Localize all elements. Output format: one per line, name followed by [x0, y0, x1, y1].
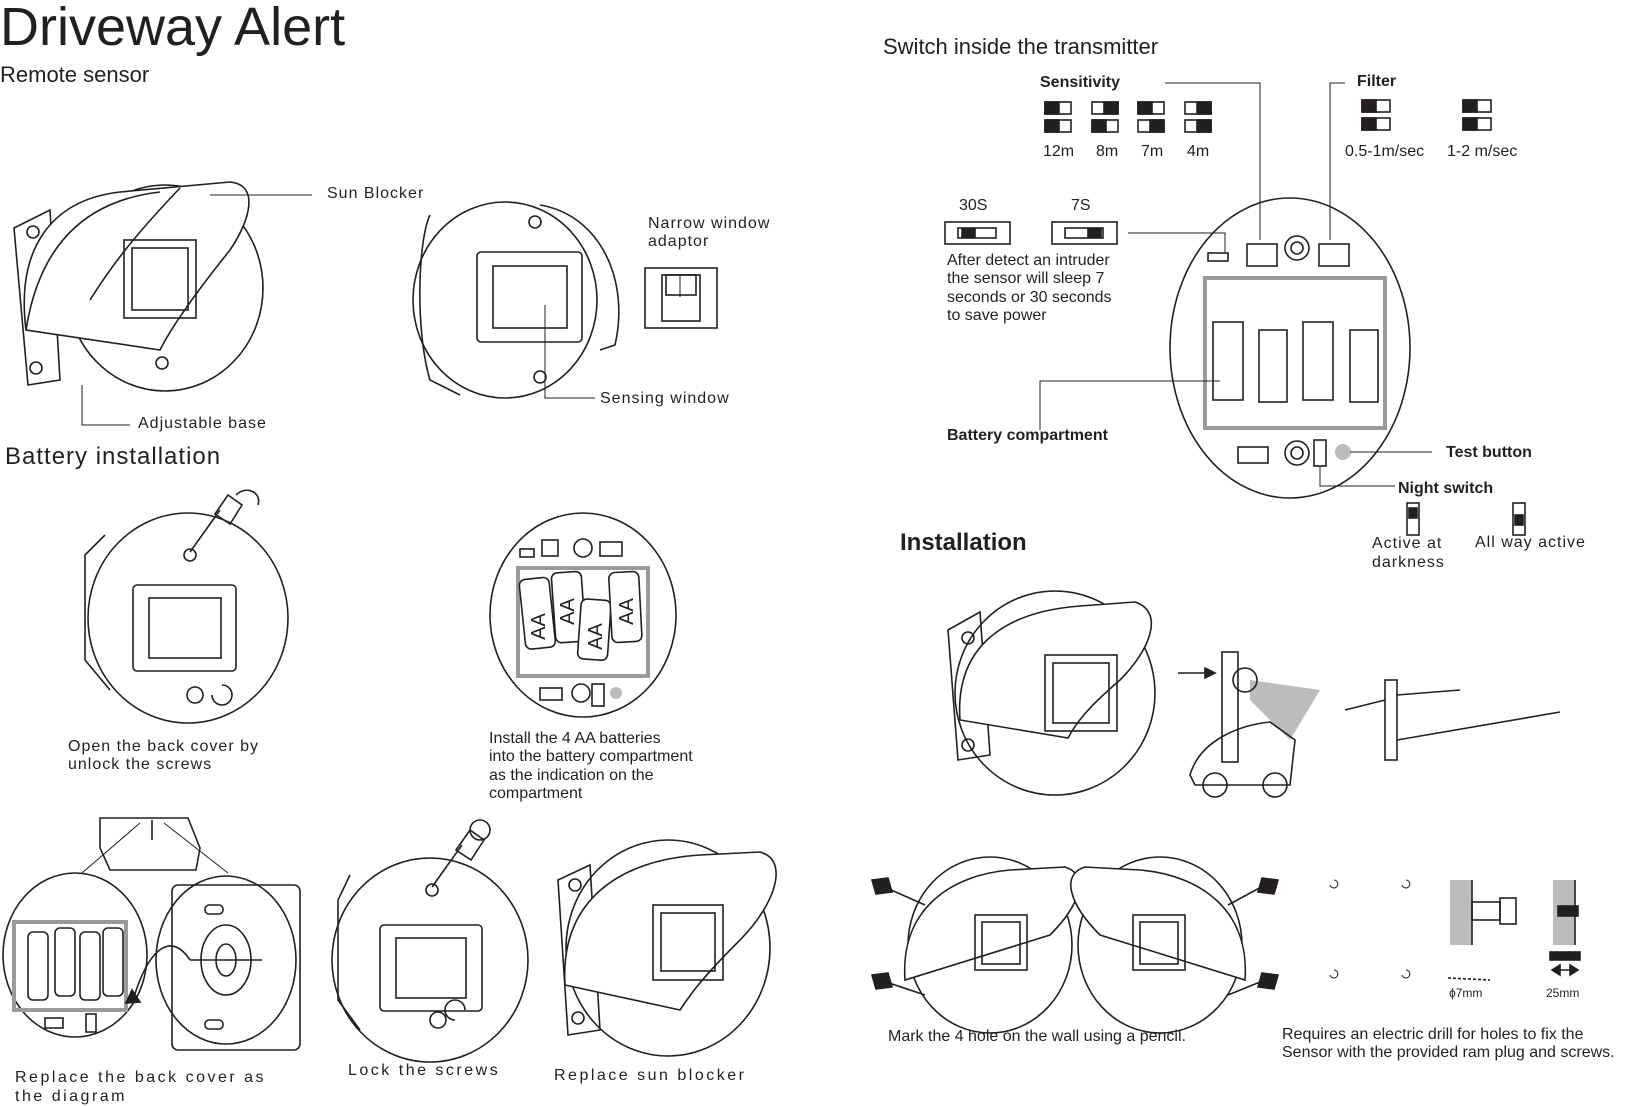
- mark-holes-caption: Mark the 4 hole on the wall using a penc…: [888, 1028, 1186, 1045]
- sleep-option-30s: 30S: [959, 197, 988, 214]
- battery-aa-mark: AA: [527, 613, 550, 640]
- replace-sun-blocker-illustration: [557, 839, 777, 1057]
- step-replace-sun-blocker-caption: Replace sun blocker: [554, 1067, 747, 1084]
- open-back-cover-illustration: [84, 489, 289, 724]
- sensitivity-option-7m: 7m: [1141, 143, 1164, 160]
- sensitivity-option-12m: 12m: [1043, 143, 1075, 160]
- step-lock-screws-caption: Lock the screws: [348, 1062, 501, 1079]
- battery-aa-mark: AA: [556, 598, 579, 625]
- hole-diameter-label: ϕ7mm: [1449, 986, 1483, 1000]
- night-switch-label: Night switch: [1398, 480, 1494, 497]
- night-option-darkness: Active at darkness: [1372, 535, 1445, 572]
- lock-screws-illustration: [331, 819, 529, 1063]
- replace-back-cover-illustration: [2, 817, 301, 1051]
- sleep-option-7s: 7S: [1071, 197, 1091, 214]
- night-switch-diagrams: [1406, 502, 1526, 536]
- switch-section-heading: Switch inside the transmitter: [883, 34, 1159, 59]
- installation-scene-illustration: [947, 590, 1561, 798]
- sensor-with-sun-blocker-illustration: [13, 181, 312, 426]
- sensitivity-label: Sensitivity: [1040, 74, 1121, 91]
- test-button-label: Test button: [1446, 444, 1532, 461]
- sensitivity-option-8m: 8m: [1096, 143, 1119, 160]
- filter-option-fast: 1-2 m/sec: [1447, 143, 1518, 160]
- adjustable-base-label: Adjustable base: [138, 415, 267, 432]
- hole-depth-label: 25mm: [1546, 986, 1580, 1000]
- step-replace-back-cover-caption: Replace the back cover as the diagram: [15, 1069, 267, 1106]
- transmitter-board-illustration: [1039, 82, 1432, 499]
- filter-label: Filter: [1357, 73, 1397, 90]
- drill-caption: Requires an electric drill for holes to …: [1282, 1026, 1615, 1062]
- narrow-window-adaptor-label: Narrow window adaptor: [648, 215, 771, 251]
- step-open-back-cover-caption: Open the back cover by unlock the screws: [68, 738, 259, 774]
- sleep-switch-diagrams: [944, 221, 1118, 245]
- sensing-window-label: Sensing window: [600, 390, 730, 407]
- sensor-front-illustration: [412, 201, 718, 399]
- battery-compartment-label: Battery compartment: [947, 427, 1108, 444]
- filter-switch-diagrams: [1361, 99, 1492, 131]
- battery-aa-mark: AA: [615, 598, 638, 625]
- sun-blocker-label: Sun Blocker: [327, 185, 425, 202]
- filter-option-slow: 0.5-1m/sec: [1345, 143, 1425, 160]
- installation-heading: Installation: [900, 529, 1027, 556]
- battery-installation-heading: Battery installation: [5, 443, 222, 470]
- drill-hole-diagrams: [1329, 879, 1581, 981]
- sensitivity-switch-diagrams: [1044, 101, 1212, 133]
- sensitivity-option-4m: 4m: [1187, 143, 1210, 160]
- sleep-note: After detect an intruder the sensor will…: [947, 252, 1112, 325]
- night-option-always: All way active: [1475, 534, 1586, 551]
- battery-aa-mark: AA: [584, 623, 607, 650]
- step-install-batteries-caption: Install the 4 AA batteries into the batt…: [489, 730, 693, 803]
- page-title: Driveway Alert: [0, 0, 346, 57]
- page-subtitle: Remote sensor: [0, 62, 150, 87]
- wall-marking-sensors-illustration: [870, 856, 1280, 1034]
- battery-compartment-with-batteries-illustration: [489, 512, 677, 718]
